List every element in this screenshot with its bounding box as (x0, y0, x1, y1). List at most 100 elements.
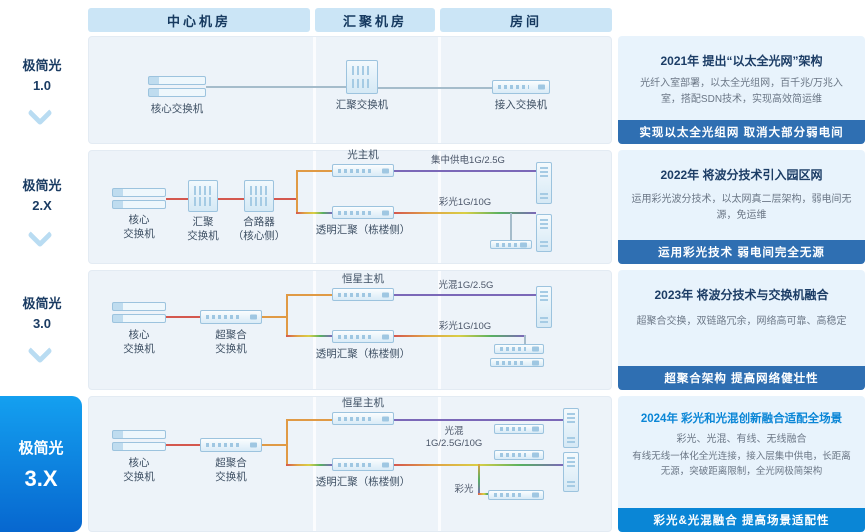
connection-line-mixed-light (394, 294, 536, 296)
connection-line (286, 335, 332, 337)
optical-host-label: 光主机 (347, 149, 379, 161)
star-host-label: 恒星主机 (342, 397, 384, 409)
core-switch-label: 核心 交换机 (123, 214, 155, 240)
connection-line (274, 198, 296, 200)
room-terminal-cabinet-icon (563, 452, 579, 492)
timeline-title: 2022年 将波分技术引入园区网 (660, 168, 823, 182)
link-label-colored-light: 彩光1G/10G (438, 321, 492, 332)
room-terminal-cabinet-icon (536, 162, 552, 204)
timeline-banner: 实现以太全光组网 取消大部分弱电间 (618, 120, 865, 144)
timeline-body: 光纤入室部署，以太全光组网，百千兆/万兆入室，搭配SDN技术，实现高效简运维 (640, 78, 843, 105)
connection-line (524, 335, 526, 346)
down-arrow-icon (27, 222, 53, 248)
transparent-aggregation-label: 透明汇聚（栋楼侧） (315, 224, 411, 236)
access-switch-icon (492, 80, 550, 94)
version-label-4-highlight: 极简光 3.X (0, 396, 82, 532)
transparent-aggregation-icon (332, 206, 394, 219)
timeline-body-intro: 彩光、光混、有线、无线融合 (676, 434, 807, 445)
connection-line (286, 294, 332, 296)
column-divider (438, 151, 441, 263)
combiner-icon (244, 180, 274, 212)
super-aggregation-switch-label: 超聚合 交换机 (215, 329, 247, 355)
column-divider (313, 37, 316, 143)
room-terminal-cabinet-icon (536, 214, 552, 252)
timeline-body: 有线无线一体化全光连接，接入层集中供电，长距离无源，突破距离限制，全光网极简架构 (632, 451, 851, 477)
version-label-1: 极简光 1.0 (0, 56, 84, 96)
version-number: 3.X (24, 465, 58, 491)
connection-line (296, 170, 332, 172)
timeline-section-2021: 2021年 提出“以太全光网”架构 光纤入室部署，以太全光组网，百千兆/万兆入室… (618, 36, 865, 144)
column-divider (313, 151, 316, 263)
access-switch-label: 接入交换机 (494, 99, 548, 111)
column-divider (313, 271, 316, 389)
version-number: 1.0 (32, 78, 52, 94)
connection-line (296, 212, 332, 214)
core-switch-label: 核心交换机 (150, 103, 204, 115)
transparent-aggregation-icon (332, 458, 394, 471)
super-aggregation-switch-label: 超聚合 交换机 (215, 457, 247, 483)
timeline-title: 2021年 提出“以太全光网”架构 (660, 54, 823, 68)
connection-line (286, 464, 332, 466)
timeline-body: 运用彩光波分技术，以太网真二层架构，弱电间无源，免运维 (631, 194, 852, 221)
core-switch-icon (112, 430, 166, 451)
link-label-centralized-power: 集中供电1G/2.5G (431, 155, 505, 166)
optical-host-icon (332, 164, 394, 177)
version-number: 3.0 (32, 316, 52, 332)
connection-line (262, 444, 286, 446)
transparent-aggregation-icon (332, 330, 394, 343)
connection-line-mixed-light (394, 419, 563, 421)
super-aggregation-switch-icon (200, 310, 262, 324)
connection-line (286, 419, 288, 445)
timeline-title: 2024年 彩光和光混创新融合适配全场景 (640, 413, 843, 425)
aggregation-switch-label: 汇聚交换机 (335, 99, 389, 111)
version-name: 极简光 (22, 58, 62, 73)
timeline-banner: 彩光&光混融合 提高场景适配性 (618, 508, 865, 532)
timeline-title: 2023年 将波分技术与交换机融合 (654, 288, 829, 302)
room-terminal-unit-icon (490, 240, 532, 249)
column-header-aggregation-room: 汇聚机房 (315, 8, 435, 32)
version-name: 极简光 (18, 439, 64, 457)
room-terminal-unit-icon (494, 344, 544, 354)
connection-line-colored-light (394, 335, 524, 337)
connection-line (206, 86, 346, 88)
connection-line (166, 316, 200, 318)
star-host-icon (332, 412, 394, 425)
down-arrow-icon (27, 338, 53, 364)
column-header-room: 房间 (440, 8, 612, 32)
super-aggregation-switch-icon (200, 438, 262, 452)
connection-line (218, 198, 244, 200)
room-terminal-cabinet-icon (563, 408, 579, 448)
connection-line-power (394, 170, 536, 172)
connection-line (262, 316, 286, 318)
version-label-2: 极简光 2.X (0, 176, 84, 216)
timeline-banner: 超聚合架构 提高网络健壮性 (618, 366, 865, 390)
core-switch-icon (112, 302, 166, 323)
link-label-mixed-light: 光混1G/2.5G (438, 280, 494, 291)
room-terminal-cabinet-icon (536, 286, 552, 328)
timeline-section-2024: 2024年 彩光和光混创新融合适配全场景 彩光、光混、有线、无线融合 有线无线一… (618, 396, 865, 532)
version-name: 极简光 (22, 178, 62, 193)
connection-line (378, 87, 492, 89)
aggregation-switch-icon (346, 60, 378, 94)
connection-line (478, 493, 490, 495)
room-terminal-unit-icon (488, 490, 544, 500)
version-number: 2.X (32, 198, 52, 214)
connection-line (296, 170, 298, 214)
column-divider (438, 271, 441, 389)
connection-line (286, 316, 288, 337)
connection-line (478, 464, 480, 495)
connection-line (166, 198, 188, 200)
version-label-3: 极简光 3.0 (0, 294, 84, 334)
connection-line (510, 213, 512, 241)
star-host-label: 恒星主机 (342, 273, 384, 285)
core-switch-label: 核心 交换机 (123, 457, 155, 483)
transparent-aggregation-label: 透明汇聚（栋楼侧） (315, 348, 411, 360)
combiner-label: 合路器 （核心侧） (232, 216, 286, 242)
timeline-body: 超聚合交换，双链路冗余，网络高可靠、高稳定 (636, 316, 847, 327)
star-host-icon (332, 288, 394, 301)
version-name: 极简光 (22, 296, 62, 311)
down-arrow-icon (27, 100, 53, 126)
link-label-colored-light: 彩光1G/10G (438, 197, 492, 208)
connection-line (286, 294, 288, 317)
